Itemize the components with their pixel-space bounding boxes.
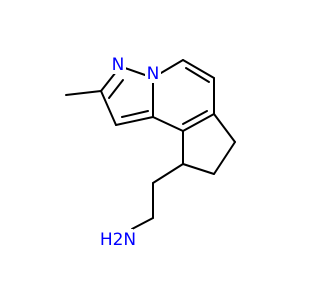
bond-n1-c-methylated xyxy=(100,71,117,92)
atom-label-n-bridge: N xyxy=(147,64,160,84)
bond-n2-c5 xyxy=(160,59,184,74)
bond-c6a-c9a xyxy=(182,113,215,132)
bond-c7-c8 xyxy=(213,141,236,175)
bond-ch2-b-amine xyxy=(131,217,154,230)
bond-layer xyxy=(65,59,236,230)
atom-n-pyrazole: N xyxy=(110,55,126,75)
bond-c-methylated-c3 xyxy=(100,90,117,126)
bond-c3-c3a-double xyxy=(121,110,149,118)
bond-c6a-c9a-double xyxy=(182,110,208,125)
atom-label-layer: N N H2N xyxy=(100,55,161,251)
bond-n1-c-methylated-double xyxy=(108,79,124,99)
bond-c9-ch2-a xyxy=(152,163,184,184)
bond-c9a-c3a xyxy=(152,116,184,132)
bond-c5-c6-double xyxy=(185,67,210,83)
atom-label-amine: H2N xyxy=(100,230,136,250)
atom-amine: H2N xyxy=(100,229,136,251)
bond-n1-n2 xyxy=(124,67,146,76)
bond-c6a-c7 xyxy=(213,113,236,143)
atom-label-n-pyrazole: N xyxy=(112,55,125,75)
molecule-structure-diagram: N N H2N xyxy=(65,55,236,251)
bond-methyl xyxy=(65,90,102,96)
bond-c8-c9 xyxy=(182,163,215,175)
atom-n-bridge: N xyxy=(145,64,161,84)
bond-c3-c3a xyxy=(115,116,154,126)
bond-c5-c6 xyxy=(182,59,215,79)
